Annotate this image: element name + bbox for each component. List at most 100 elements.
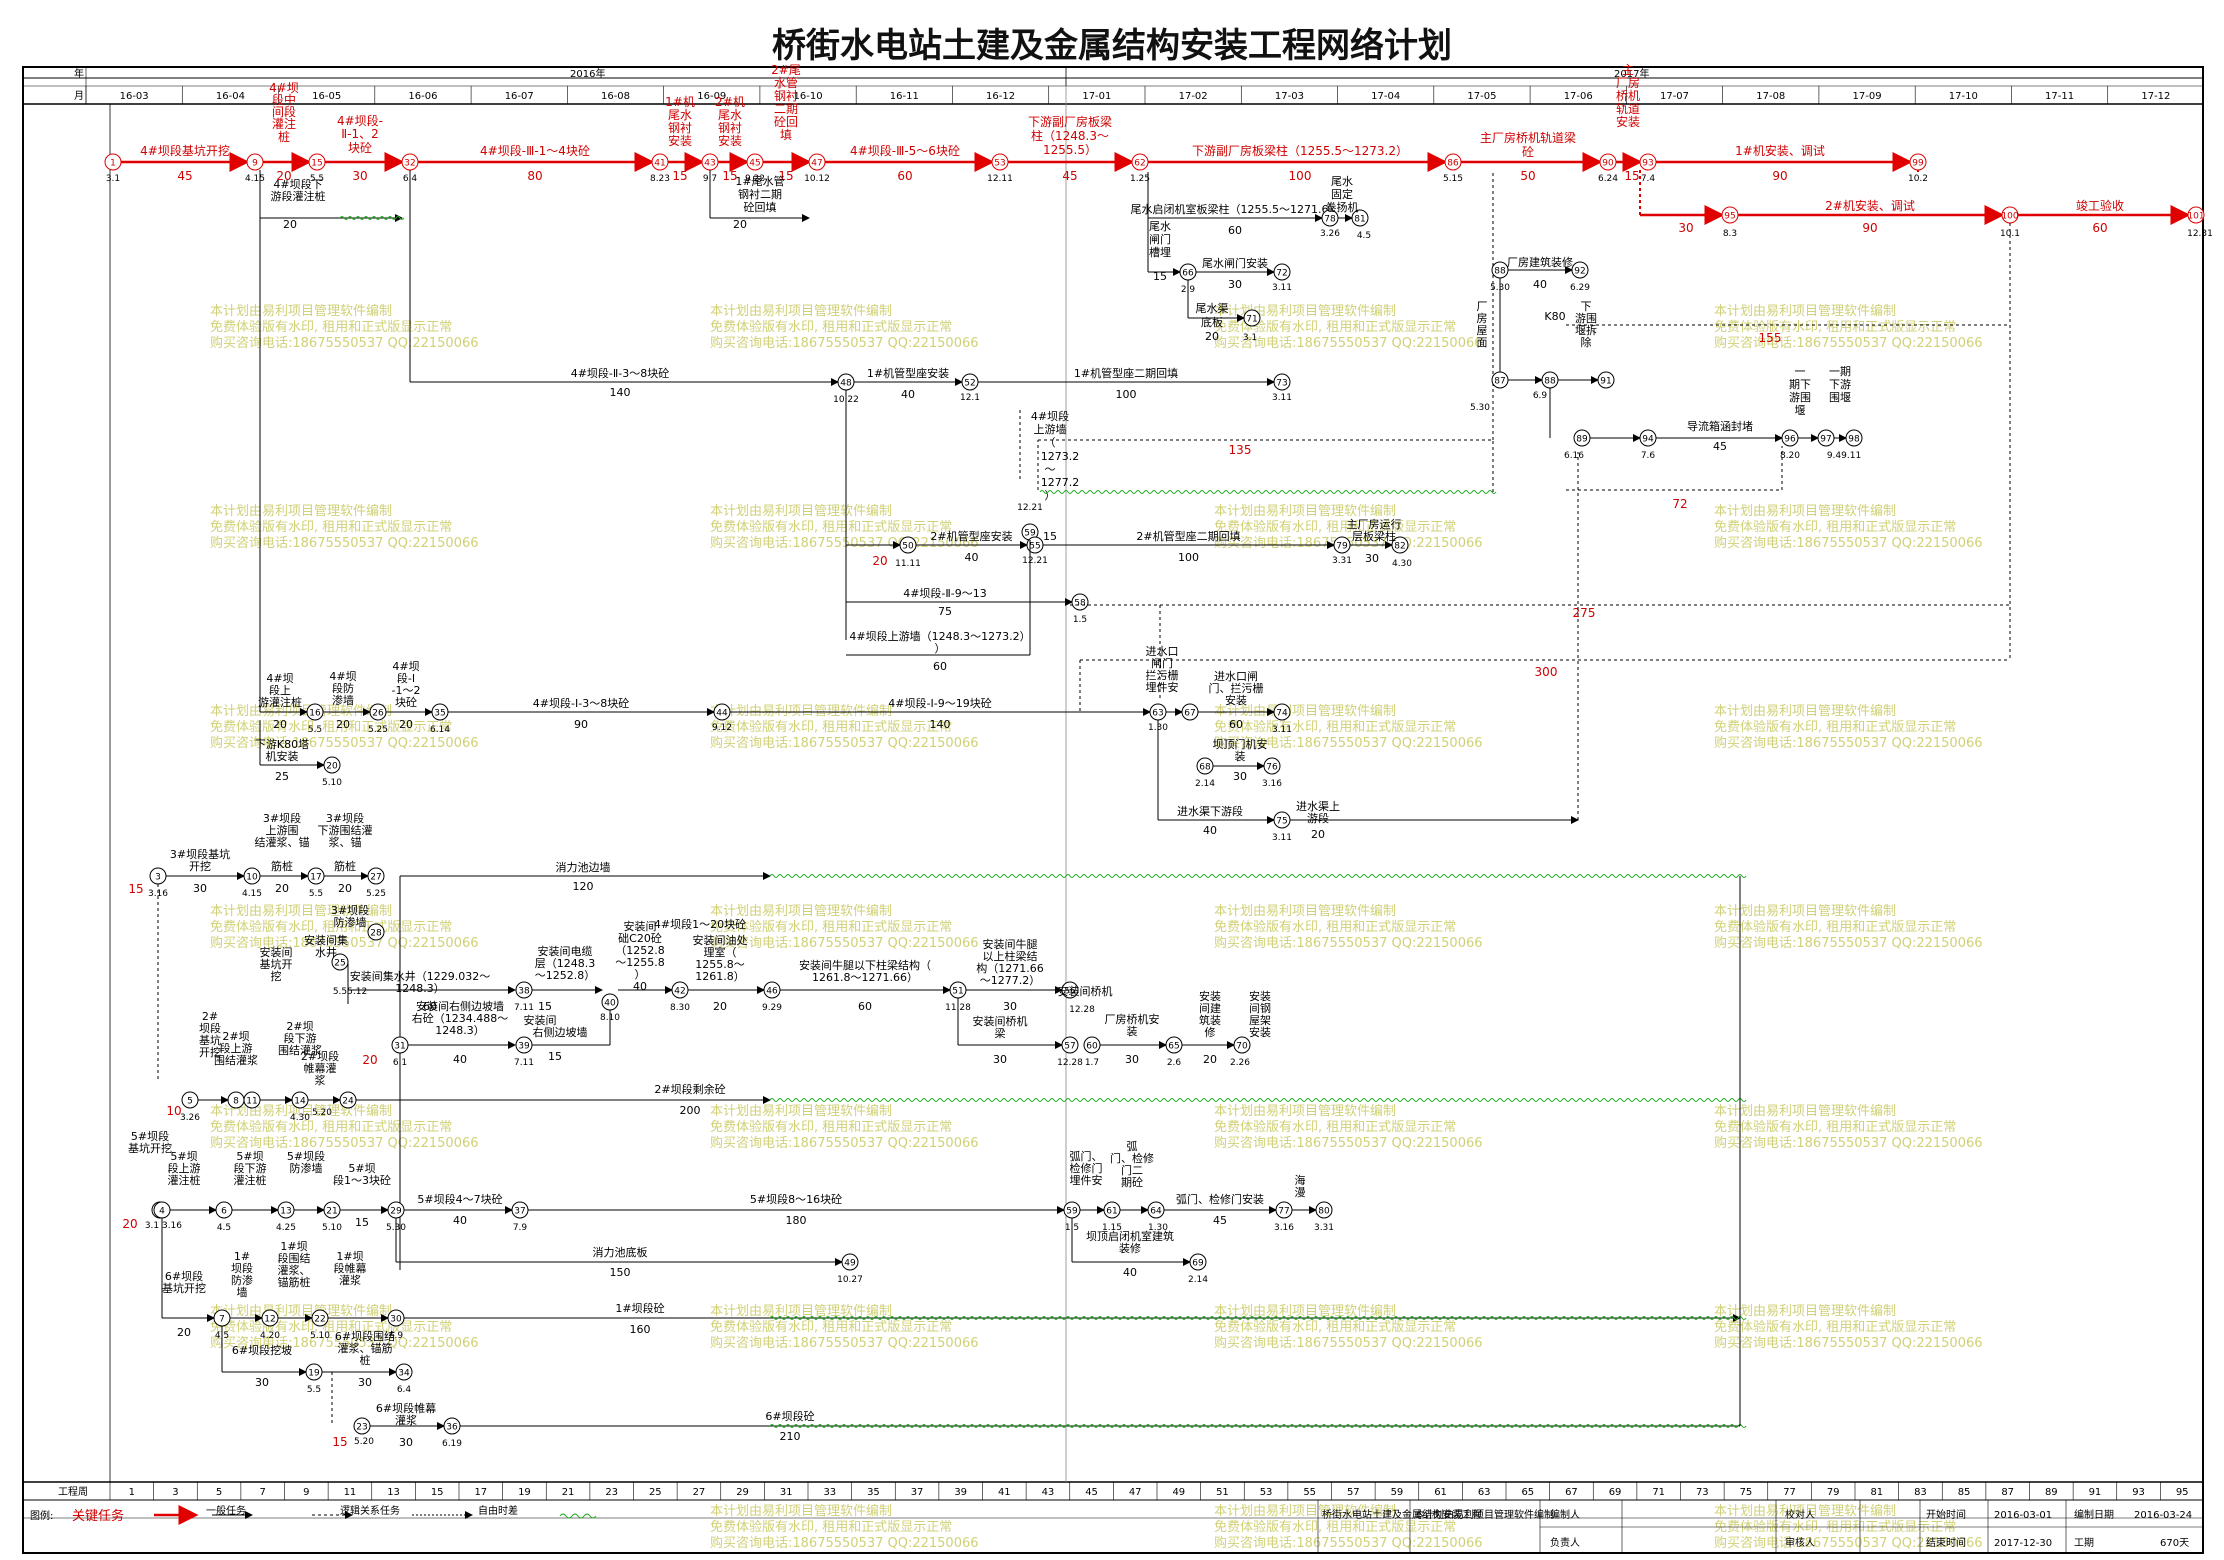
- task-label: 3.1: [145, 1221, 159, 1231]
- task-label: 40: [1533, 278, 1547, 291]
- node-47: [808, 153, 826, 171]
- task-label: 30: [993, 1053, 1007, 1066]
- week-label: 11: [344, 1487, 357, 1498]
- task-label: 4#坝: [266, 671, 293, 685]
- task-label: ）: [935, 642, 946, 655]
- task-label: 右侧边坡墙: [533, 1025, 588, 1039]
- task-days: 140: [930, 718, 951, 731]
- task-label: 段下游: [284, 1031, 317, 1045]
- node-number: 101: [2187, 212, 2204, 222]
- watermark-line: 免费体验版有水印, 租用和正式版显示正常: [1214, 1519, 1456, 1535]
- task-label: 渗墙: [332, 693, 354, 707]
- task-label: 3.16: [162, 1221, 182, 1231]
- week-label: 9: [303, 1487, 309, 1498]
- task-label: 5.20: [354, 1437, 374, 1447]
- task-label: 4.20: [260, 1331, 280, 1341]
- task-label: 12.21: [1017, 503, 1043, 513]
- task-label: 1#坝: [336, 1249, 363, 1263]
- task-label: 1.7: [1085, 1058, 1099, 1068]
- task-name: 4#坝段-Ⅰ-3～8块砼: [533, 696, 629, 710]
- task-label: 2#坝段: [301, 1049, 339, 1063]
- week-label: 51: [1216, 1487, 1229, 1498]
- watermark-line: 免费体验版有水印, 租用和正式版显示正常: [710, 1519, 952, 1535]
- task-label: 坝段: [231, 1261, 253, 1275]
- week-label: 7: [260, 1487, 266, 1498]
- node-date: 3.26: [1320, 229, 1340, 239]
- task-label: 尾水: [1331, 175, 1353, 188]
- week-label: 93: [2132, 1487, 2145, 1498]
- watermark-line: 免费体验版有水印, 租用和正式版显示正常: [1714, 1319, 1956, 1335]
- node-number: 1: [110, 159, 116, 169]
- watermark-line: 免费体验版有水印, 租用和正式版显示正常: [210, 1119, 452, 1135]
- task-label: 钢衬: [774, 89, 798, 103]
- footer-date-value: 2016-03-24: [2134, 1510, 2192, 1521]
- task-label: 筑装: [1199, 1013, 1221, 1027]
- task-label: 6.19: [442, 1439, 462, 1449]
- month-label-17-11: 17-11: [2045, 91, 2074, 102]
- task-label: 1#机: [665, 95, 695, 109]
- node-date: 3.1: [106, 174, 120, 184]
- task-label: 2.6: [1167, 1058, 1182, 1068]
- task-label: 20: [733, 218, 747, 231]
- task-label: 安装间牛腿: [983, 937, 1038, 951]
- task-label: 5#坝: [348, 1161, 375, 1175]
- node-number: 4: [159, 1207, 165, 1217]
- watermark-line: 购买咨询电话:18675550537 QQ:22150066: [210, 735, 479, 751]
- month-label-17-06: 17-06: [1564, 91, 1593, 102]
- watermark-line: 免费体验版有水印, 租用和正式版显示正常: [1714, 919, 1956, 935]
- task-label: 游段: [1307, 811, 1329, 825]
- network-plan-frame: [22, 66, 2204, 1554]
- node-27: [367, 867, 385, 885]
- watermark-line: 本计划由易利项目管理软件编制: [1214, 1304, 1396, 1319]
- node-number: 56: [1064, 987, 1076, 997]
- node-number: 65: [1168, 1042, 1179, 1052]
- task-label: 5.20: [312, 1108, 332, 1118]
- month-label-16-06: 16-06: [408, 91, 437, 102]
- task-label: 水管: [774, 75, 798, 90]
- task-label: 4#坝段-Ⅱ-3～8块砼: [571, 366, 670, 380]
- node-date: 8.3: [1723, 229, 1737, 239]
- float-label: 155: [1759, 331, 1782, 345]
- node-number: 37: [514, 1207, 525, 1217]
- node-70: [1233, 1036, 1251, 1054]
- watermark-line: 购买咨询电话:18675550537 QQ:22150066: [710, 1535, 979, 1551]
- task-label: 6.14: [430, 725, 450, 735]
- node-15: [308, 153, 326, 171]
- month-label-17-10: 17-10: [1949, 91, 1978, 102]
- critical-task-name: 2#机安装、调试: [1825, 198, 1915, 213]
- task-label: 20: [1311, 828, 1325, 841]
- task-label: 坝段: [199, 1021, 221, 1035]
- task-label: 间钢: [1249, 1002, 1271, 1015]
- node-number: 34: [398, 1369, 410, 1379]
- task-label: 安装: [1249, 1025, 1271, 1039]
- node-number: 82: [1394, 542, 1405, 552]
- task-label: 30: [1003, 1000, 1017, 1013]
- watermark-line: 购买咨询电话:18675550537 QQ:22150066: [1714, 1135, 1983, 1151]
- task-label: 160: [630, 1323, 651, 1336]
- task-label: 弧: [1127, 1139, 1138, 1153]
- task-label: 桥机: [1616, 89, 1640, 103]
- node-number: 79: [1336, 542, 1348, 552]
- week-label: 45: [1085, 1487, 1098, 1498]
- watermark-line: 免费体验版有水印, 租用和正式版显示正常: [710, 319, 952, 335]
- node-number: 53: [994, 159, 1005, 169]
- node-number: 64: [1150, 1207, 1162, 1217]
- critical-lag: 30: [1678, 221, 1693, 235]
- task-label: 游围: [1575, 312, 1597, 325]
- float-label: 15: [332, 1435, 347, 1449]
- node-number: 49: [844, 1259, 856, 1269]
- legend-label: 图例:: [30, 1509, 53, 1522]
- node-53: [991, 153, 1009, 171]
- week-label: 73: [1696, 1487, 1709, 1498]
- node-86: [1444, 153, 1462, 171]
- task-label: 180: [786, 1214, 807, 1227]
- node-number: 8: [233, 1097, 239, 1107]
- task-name: 1#机管型座安装: [867, 366, 949, 380]
- task-label: 6#坝段: [165, 1269, 203, 1283]
- task-label: 40: [633, 980, 647, 993]
- task-label: 3#坝段: [263, 811, 301, 825]
- task-label: 30: [358, 1376, 372, 1389]
- node-number: 58: [1074, 599, 1086, 609]
- task-label: 槽埋: [1149, 246, 1171, 259]
